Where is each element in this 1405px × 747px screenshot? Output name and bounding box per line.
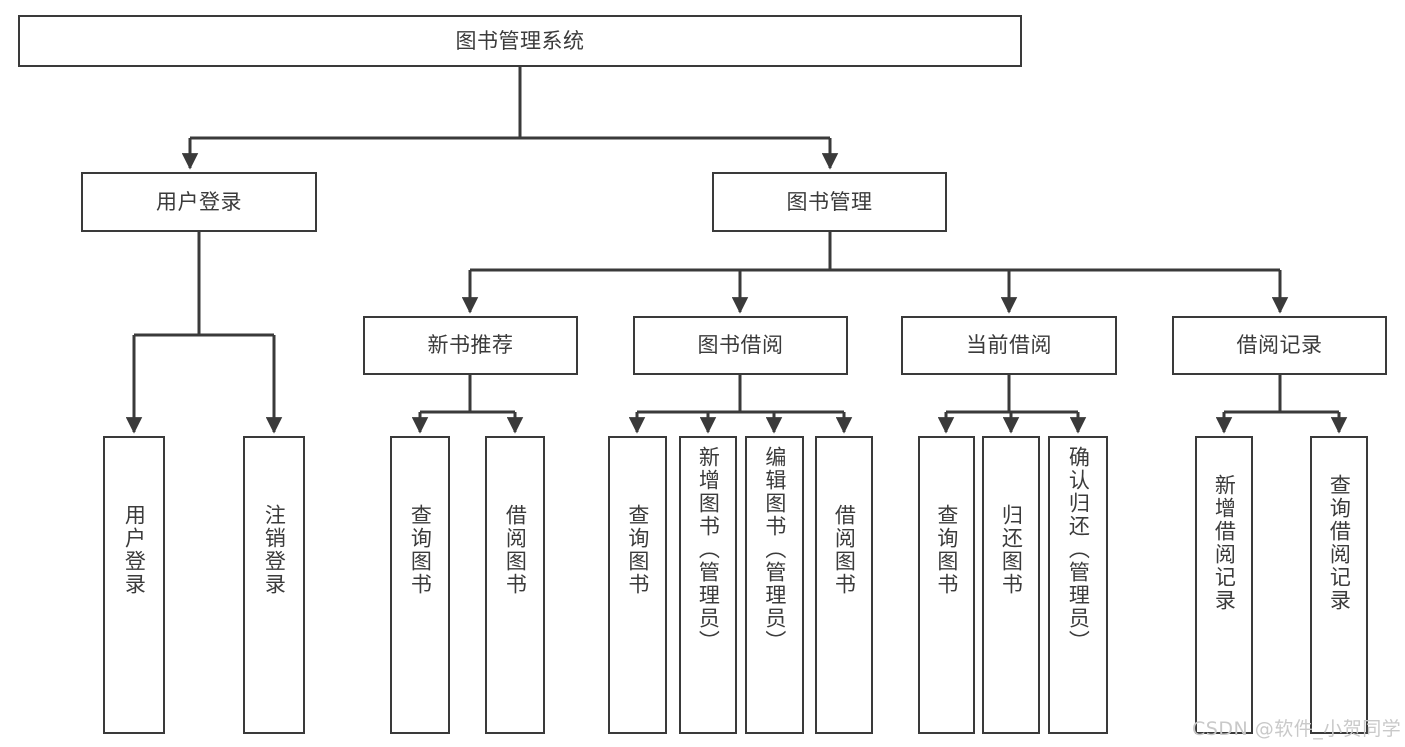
node-new-book-recommend[interactable]: 新书推荐: [363, 316, 578, 375]
csdn-watermark: CSDN @软件_小贺同学: [1192, 718, 1402, 740]
node-current-borrow-label: 当前借阅: [966, 333, 1052, 358]
edge-group-new-book: [411, 375, 524, 434]
leaf-user-login[interactable]: 用户登录: [103, 436, 165, 734]
leaf-borrow-book-recommend[interactable]: 借阅图书: [485, 436, 545, 734]
node-borrow-record[interactable]: 借阅记录: [1172, 316, 1387, 375]
leaf-confirm-return-admin-label: 确认归还（管理员）: [1066, 446, 1091, 653]
leaf-query-book-current[interactable]: 查询图书: [918, 436, 975, 734]
node-book-borrow-label: 图书借阅: [697, 333, 784, 358]
node-borrow-record-label: 借阅记录: [1236, 333, 1323, 358]
leaf-query-book-borrow-label: 查询图书: [625, 504, 650, 596]
node-user-login-label: 用户登录: [156, 189, 242, 214]
node-current-borrow[interactable]: 当前借阅: [901, 316, 1117, 375]
leaf-query-borrow-record[interactable]: 查询借阅记录: [1310, 436, 1368, 734]
node-root-label: 图书管理系统: [455, 28, 585, 53]
leaf-query-book-recommend[interactable]: 查询图书: [390, 436, 450, 734]
leaf-add-borrow-record[interactable]: 新增借阅记录: [1195, 436, 1253, 734]
leaf-borrow-book-label: 借阅图书: [832, 504, 857, 596]
edge-group-borrow: [628, 375, 853, 434]
leaf-return-book[interactable]: 归还图书: [982, 436, 1040, 734]
edge-group-root: [181, 67, 839, 170]
leaf-add-book-admin-label: 新增图书（管理员）: [696, 446, 721, 653]
edge-group-user-login: [125, 232, 283, 434]
leaf-edit-book-admin[interactable]: 编辑图书（管理员）: [745, 436, 804, 734]
leaf-query-book-current-label: 查询图书: [934, 504, 959, 596]
leaf-return-book-label: 归还图书: [999, 504, 1024, 596]
leaf-borrow-book[interactable]: 借阅图书: [815, 436, 873, 734]
leaf-query-borrow-record-label: 查询借阅记录: [1327, 474, 1352, 612]
leaf-user-login-label: 用户登录: [122, 504, 147, 596]
leaf-add-borrow-record-label: 新增借阅记录: [1212, 474, 1237, 612]
edge-group-record: [1215, 375, 1348, 434]
leaf-query-book-borrow[interactable]: 查询图书: [608, 436, 667, 734]
node-book-management-label: 图书管理: [786, 189, 873, 214]
edge-group-book-mgmt: [461, 232, 1289, 314]
node-root[interactable]: 图书管理系统: [18, 15, 1022, 67]
leaf-confirm-return-admin[interactable]: 确认归还（管理员）: [1048, 436, 1108, 734]
leaf-logout-label: 注销登录: [262, 504, 287, 596]
leaf-add-book-admin[interactable]: 新增图书（管理员）: [679, 436, 737, 734]
edge-group-current: [937, 375, 1087, 434]
node-user-login[interactable]: 用户登录: [81, 172, 317, 232]
node-book-borrow[interactable]: 图书借阅: [633, 316, 848, 375]
leaf-query-book-recommend-label: 查询图书: [408, 504, 433, 596]
leaf-logout[interactable]: 注销登录: [243, 436, 305, 734]
leaf-borrow-book-recommend-label: 借阅图书: [503, 504, 528, 596]
node-book-management[interactable]: 图书管理: [712, 172, 947, 232]
node-new-book-recommend-label: 新书推荐: [427, 333, 514, 358]
leaf-edit-book-admin-label: 编辑图书（管理员）: [762, 446, 787, 653]
